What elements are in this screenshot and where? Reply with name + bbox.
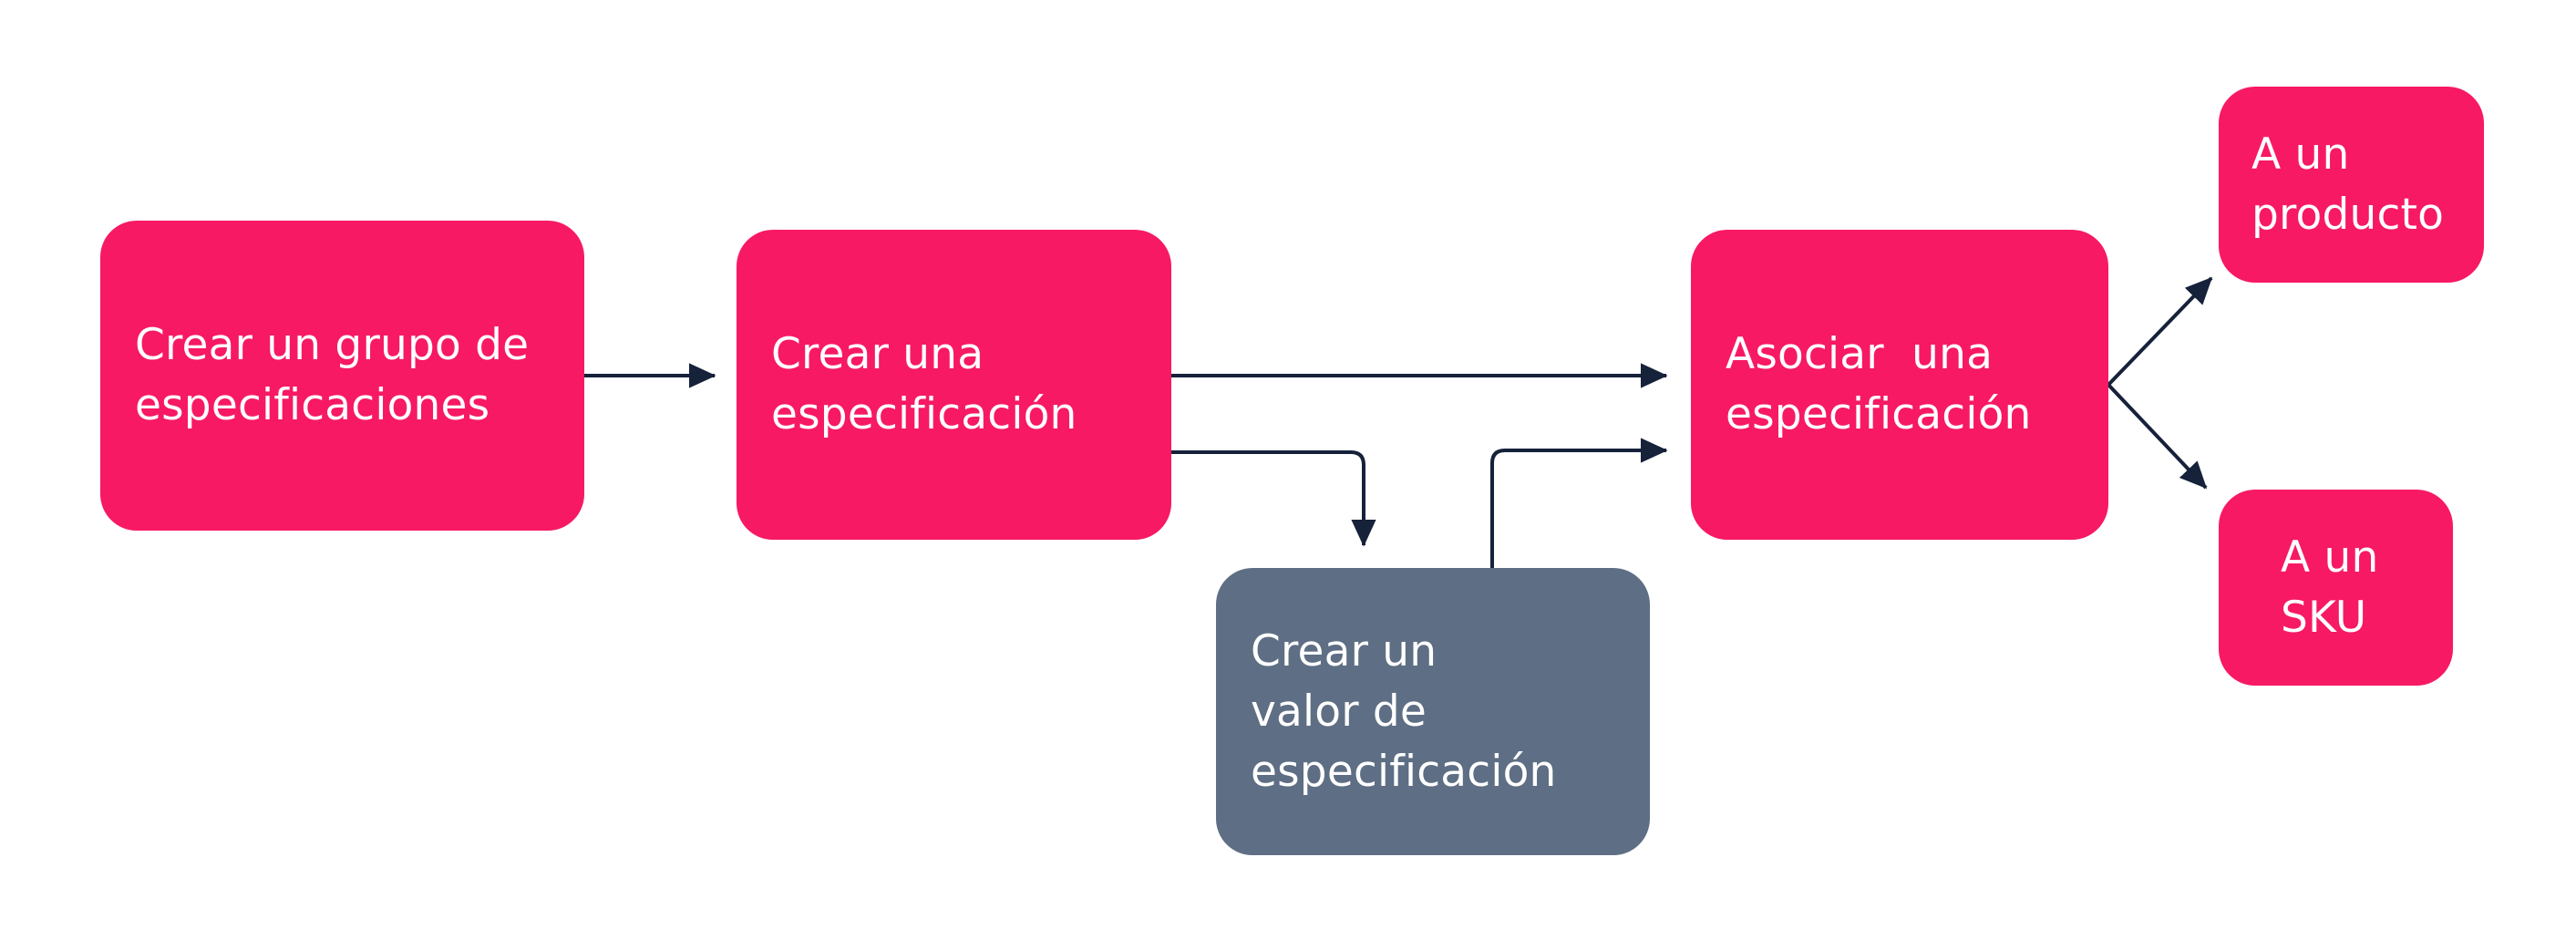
- node-label-line: Crear una: [771, 329, 984, 379]
- node-label-line: A un: [2281, 532, 2379, 583]
- arrow-value-to-assoc: [1490, 438, 1668, 568]
- arrow-assoc-to-sku: [2107, 383, 2208, 490]
- node-label-line: especificación: [1726, 389, 2032, 439]
- node-label-line: valor de: [1251, 686, 1427, 737]
- node-label-line: producto: [2251, 189, 2445, 240]
- node-label-line: especificación: [771, 389, 1077, 439]
- node-a-un-producto: A un producto: [2219, 87, 2484, 283]
- node-label-line: SKU: [2281, 592, 2367, 643]
- node-a-un-sku: A un SKU: [2219, 490, 2453, 686]
- node-label-line: especificaciones: [135, 380, 490, 430]
- node-asociar-especificacion: Asociar una especificación: [1691, 230, 2108, 540]
- node-crear-grupo: Crear un grupo de especificaciones: [100, 221, 584, 531]
- node-crear-valor: Crear un valor de especificación: [1216, 568, 1650, 855]
- node-label-line: Asociar una: [1726, 329, 1994, 379]
- arrow-spec-to-value: [1171, 450, 1376, 547]
- node-crear-especificacion: Crear una especificación: [737, 230, 1171, 540]
- node-label-line: especificación: [1251, 746, 1557, 797]
- node-label-line: Crear un: [1251, 625, 1437, 676]
- node-label-line: A un: [2251, 129, 2350, 180]
- node-label-line: Crear un grupo de: [135, 320, 530, 370]
- arrow-assoc-to-product: [2107, 276, 2213, 387]
